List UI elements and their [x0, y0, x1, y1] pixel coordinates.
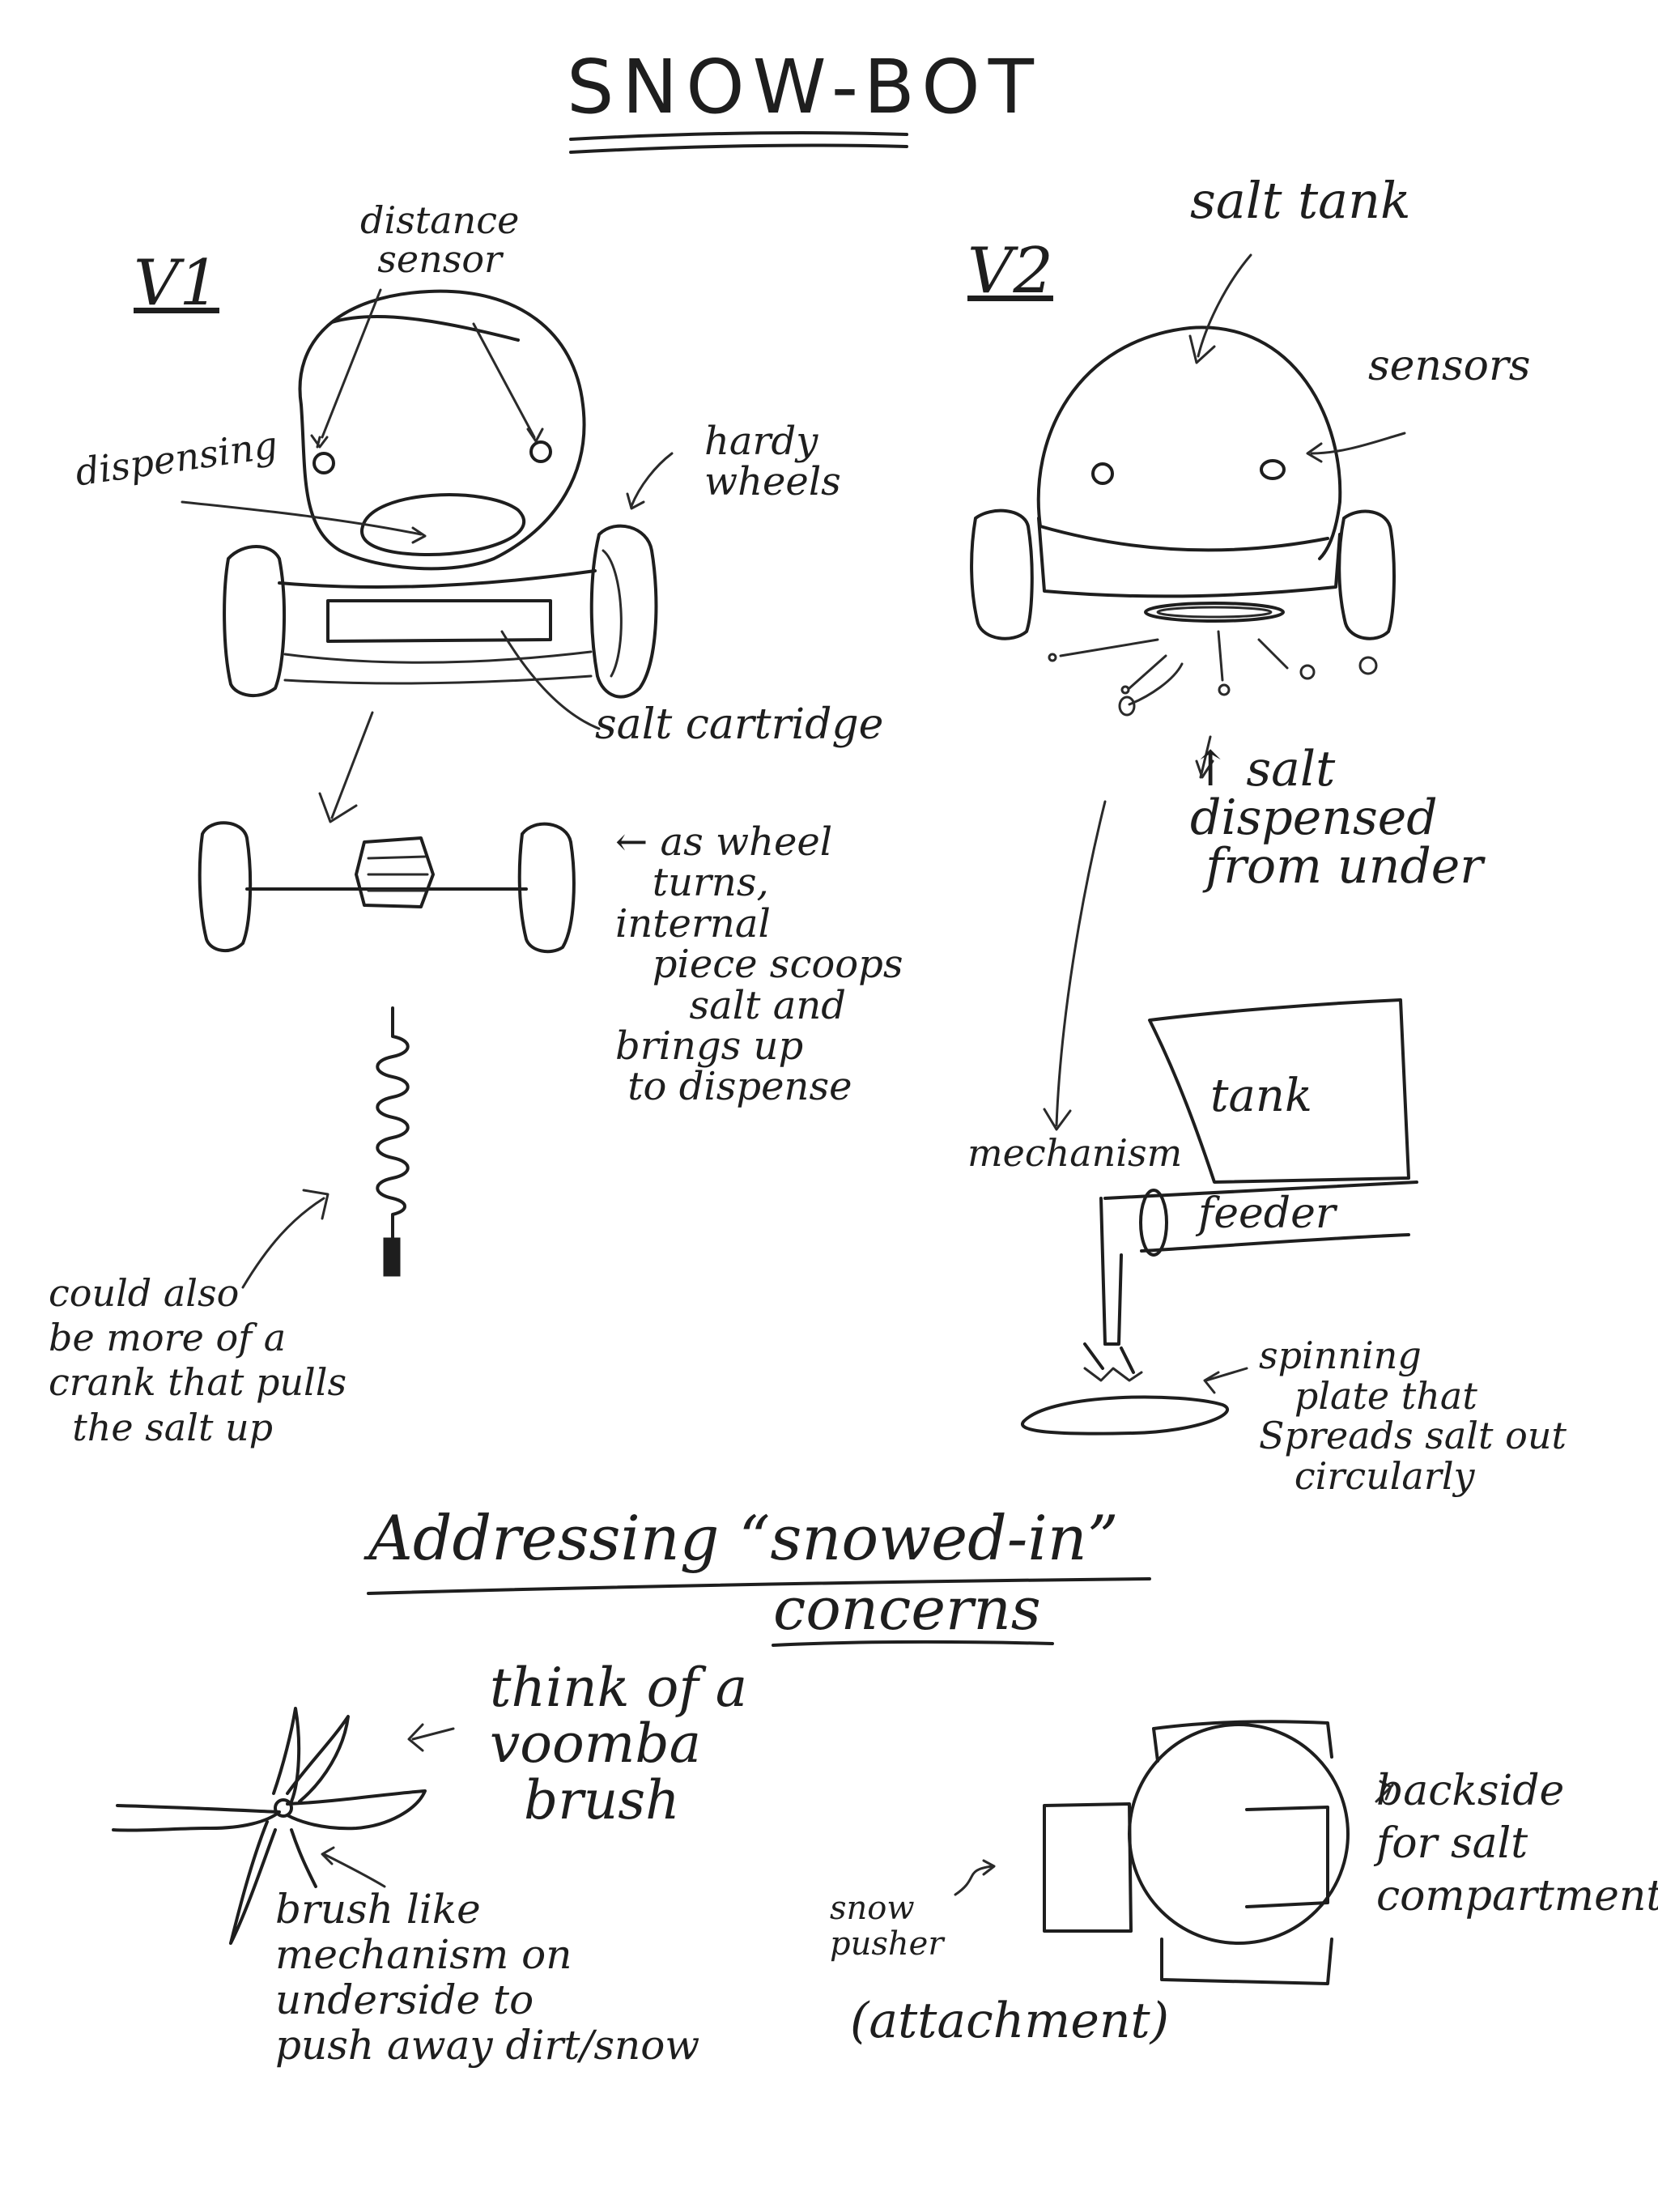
v1-label: V1: [134, 251, 219, 317]
v2-robot: [971, 255, 1405, 777]
v2-label: V2: [967, 239, 1053, 305]
v2-salt-dispensed-label: ↑ salt dispensed from under: [1190, 745, 1483, 891]
v2-feeder-label: feeder: [1198, 1192, 1336, 1236]
snow-pusher-label: snow pusher: [830, 1891, 943, 1962]
brush-note: brush like mechanism on underside to pus…: [275, 1887, 699, 2068]
v1-crank-note: could also be more of a crank that pulls…: [49, 1271, 346, 1450]
attachment-label: (attachment): [850, 1996, 1169, 2047]
v1-wheel-note: ← as wheel turns, internal piece scoops …: [615, 822, 903, 1108]
spinning-plate: [1022, 1397, 1227, 1433]
v1-right-wheel: [592, 526, 657, 697]
v2-tank-label: tank: [1210, 1073, 1312, 1121]
top-view-robot: [955, 1721, 1392, 1984]
v1-salt-cartridge: [328, 601, 551, 641]
title-underline-2: [571, 146, 907, 152]
section-heading: Addressing “snowed-in”: [368, 1506, 1119, 1571]
v2-spinning-plate-label: spinning plate that Spreads salt out cir…: [1259, 1336, 1567, 1497]
v2-sensors-label: sensors: [1368, 344, 1530, 389]
page-title: SNOW-BOT: [567, 49, 1042, 127]
v1-salt-cartridge-label: salt cartridge: [595, 703, 883, 747]
v1-left-wheel: [224, 547, 284, 696]
v2-mechanism-label: mechanism: [967, 1134, 1182, 1172]
v2-salt-tank-label: salt tank: [1190, 174, 1411, 227]
v1-axle: [200, 713, 574, 951]
title-underline: [571, 133, 907, 139]
v1-robot: [182, 290, 672, 729]
v1-hardy-wheels-label: hardy wheels: [704, 421, 841, 503]
voomba-label: think of a voomba brush: [490, 1660, 747, 1828]
backside-label: backside for salt compartment: [1376, 1765, 1658, 1923]
v1-mouth: [362, 495, 524, 555]
v1-crank: [243, 1008, 408, 1287]
section-heading-line-2: concerns: [773, 1579, 1041, 1640]
v1-distance-sensor-label: distance sensor: [360, 201, 519, 279]
